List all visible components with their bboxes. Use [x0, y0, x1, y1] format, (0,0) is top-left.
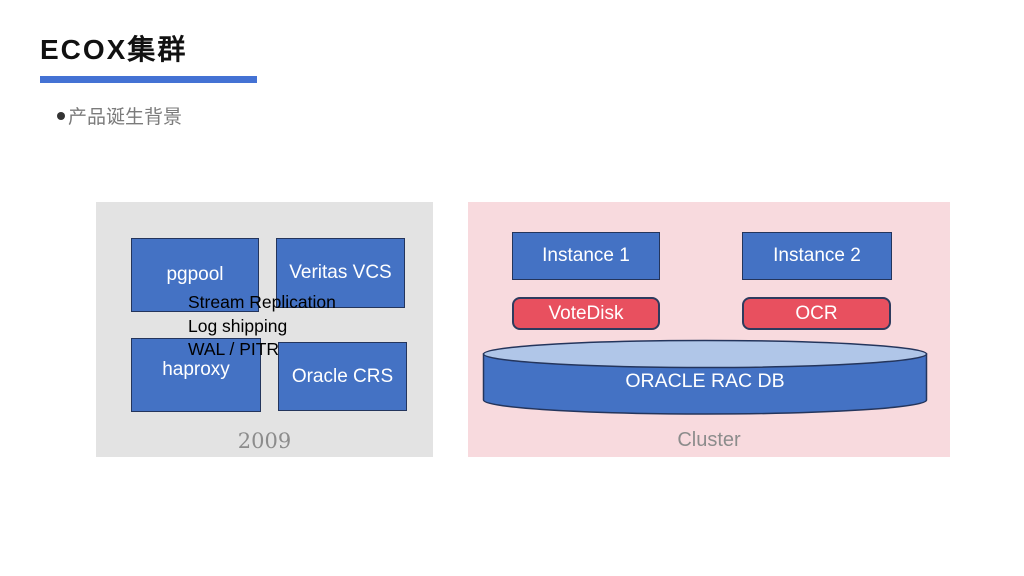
box-ocr: OCR: [742, 297, 891, 330]
replication-overlay-text: Stream Replication Log shipping WAL / PI…: [188, 291, 336, 362]
box-instance-1: Instance 1: [512, 232, 660, 280]
box-pgpool: pgpool: [131, 238, 259, 312]
bullet-label: 产品诞生背景: [68, 107, 183, 128]
bullet-dot-icon: [57, 111, 65, 120]
box-haproxy: haproxy: [131, 338, 261, 412]
page-title: ECOX集群: [40, 34, 188, 65]
oracle-rac-panel: Instance 1 Instance 2 VoteDisk OCR ORACL…: [468, 202, 950, 457]
bullet-item: 产品诞生背景: [57, 102, 182, 129]
caption-cluster: Cluster: [677, 429, 741, 451]
oracle-rac-db-cylinder: ORACLE RAC DB: [482, 338, 928, 418]
overlay-line-wal-pitr: WAL / PITR: [188, 339, 280, 359]
overlay-line-log-shipping: Log shipping: [188, 315, 288, 336]
database-cylinder-icon: [482, 339, 928, 415]
box-oracle-crs: Oracle CRS: [278, 342, 407, 411]
caption-2009: 2009: [237, 429, 292, 453]
title-underline: [40, 76, 257, 83]
box-votedisk: VoteDisk: [512, 297, 660, 330]
box-veritas-vcs: Veritas VCS: [276, 238, 405, 308]
db-cylinder-label: ORACLE RAC DB: [625, 370, 785, 392]
legacy-stack-panel: pgpool Veritas VCS haproxy Oracle CRS St…: [96, 202, 433, 457]
overlay-line-stream-replication: Stream Replication: [188, 292, 336, 312]
box-instance-2: Instance 2: [742, 232, 892, 280]
